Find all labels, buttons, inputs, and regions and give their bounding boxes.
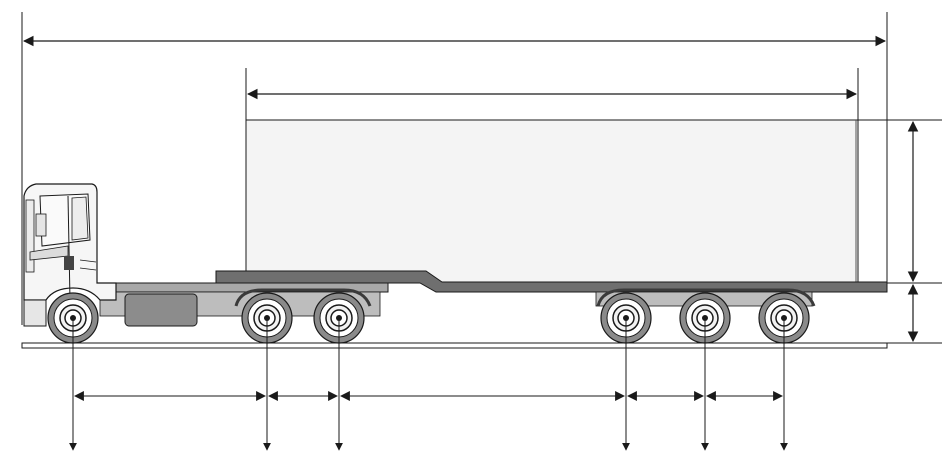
fenders	[234, 288, 816, 307]
ground-line	[21, 342, 888, 349]
axle-spacing-dimensions	[69, 318, 788, 451]
cab-handle	[64, 256, 74, 270]
trailer-axle-2-wheel	[679, 292, 731, 344]
cab-door-edge	[67, 195, 71, 301]
cab-door-window	[71, 196, 89, 241]
cargo-body	[245, 119, 859, 284]
front-bumper	[23, 299, 47, 327]
drive-fender	[234, 288, 372, 307]
cab-grille	[25, 199, 35, 273]
fuel-tank	[124, 293, 198, 327]
trailer-fender	[596, 288, 816, 307]
mirror-icon	[35, 213, 47, 237]
extension-lines	[21, 12, 942, 344]
tractor-cab	[23, 183, 117, 327]
